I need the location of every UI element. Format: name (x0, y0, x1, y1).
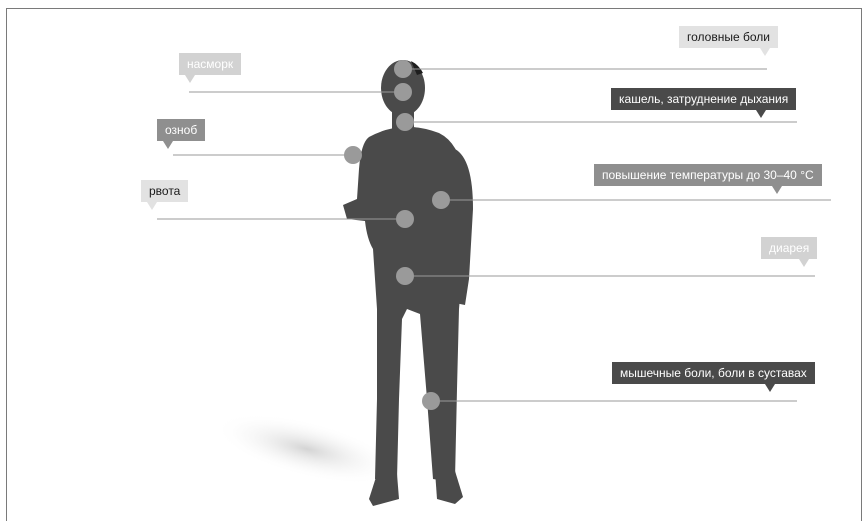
label-diarrhea-tail (799, 259, 809, 267)
label-headache-text: головные боли (687, 30, 770, 44)
connector-lines (157, 69, 831, 401)
label-fever: повышение температуры до 30–40 °C (594, 164, 822, 186)
label-muscle-pain: мышечные боли, боли в суставах (612, 362, 815, 384)
label-cough-tail (756, 110, 766, 118)
marker-headache (394, 60, 412, 78)
label-vomiting-text: рвота (149, 184, 180, 198)
marker-fever (432, 191, 450, 209)
label-runny-nose-tail (185, 75, 195, 83)
marker-vomiting (396, 210, 414, 228)
label-headache: головные боли (679, 26, 778, 48)
label-headache-tail (760, 48, 770, 56)
label-chills: озноб (157, 119, 205, 141)
label-diarrhea: диарея (761, 237, 817, 259)
marker-diarrhea (396, 267, 414, 285)
marker-chills (344, 146, 362, 164)
label-vomiting: рвота (141, 180, 188, 202)
label-fever-text: повышение температуры до 30–40 °C (602, 168, 814, 182)
marker-runny-nose (394, 83, 412, 101)
label-cough: кашель, затруднение дыхания (611, 88, 796, 110)
label-chills-tail (163, 141, 173, 149)
symptom-diagram (7, 9, 862, 521)
label-runny-nose: насморк (179, 53, 241, 75)
label-muscle-pain-tail (765, 384, 775, 392)
label-chills-text: озноб (165, 123, 197, 137)
marker-cough (396, 113, 414, 131)
diagram-frame: головные боли насморк кашель, затруднени… (6, 8, 862, 521)
label-vomiting-tail (147, 202, 157, 210)
label-diarrhea-text: диарея (769, 241, 809, 255)
label-cough-text: кашель, затруднение дыхания (619, 92, 788, 106)
label-runny-nose-text: насморк (187, 57, 233, 71)
marker-muscle-pain (422, 392, 440, 410)
label-muscle-pain-text: мышечные боли, боли в суставах (620, 366, 807, 380)
label-fever-tail (772, 186, 782, 194)
